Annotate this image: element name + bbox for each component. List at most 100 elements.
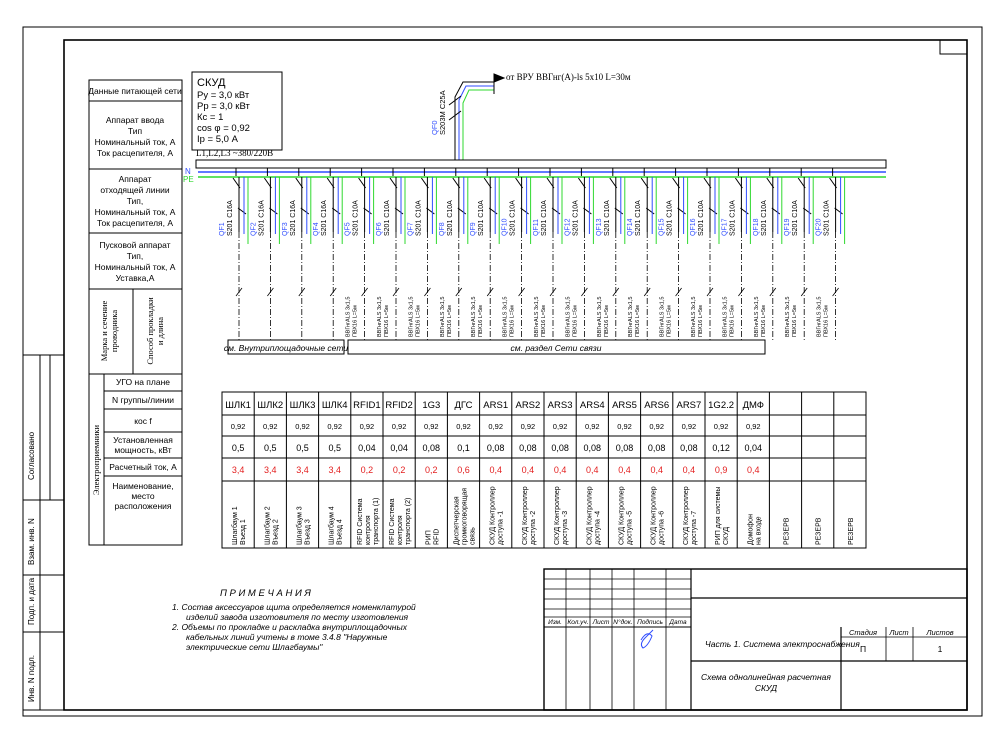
stamp-col-koluch: Кол.уч. (567, 619, 588, 626)
table-cell-power: 0,5 (328, 443, 341, 453)
table-cell-name: Въезд 3 (305, 519, 312, 545)
table-cell-name: доступа -7 (691, 511, 698, 545)
feeder-cable-mark: ВВГнгАLS 3х1,5 (722, 297, 728, 337)
feeder-breaker-name: QF14 (627, 218, 634, 236)
table-cell-cos: 0,92 (682, 422, 697, 431)
table-cell-cos: 0,92 (746, 422, 761, 431)
label-starter-2: Тип, (127, 251, 144, 261)
feeder-breaker-type: S201 C10A (572, 200, 579, 236)
feeder-switch-contact (609, 177, 618, 189)
table-cell-name: Домофон (747, 514, 754, 545)
table-cell-name: Диспетчерская (454, 496, 461, 545)
feeder-cable-mark: ВВГнгАLS 3х1,5 (471, 297, 477, 337)
ref-comm-box (347, 339, 766, 355)
feeder-cable-mark: ВВГнгАLS 3х1,5 (408, 297, 414, 337)
feeder-cable-laying: ПВХ16 L=5м (761, 305, 767, 337)
table-cell-name: Въезд 2 (272, 519, 279, 545)
table-cell-name: доступа -5 (627, 511, 634, 545)
table-cell-power: 0,08 (616, 443, 634, 453)
label-wire-mark-1: Марка и сечение (99, 301, 109, 362)
table-cell-name: СКУД Контроллер (490, 486, 497, 545)
label-starter-4: Уставка,А (116, 273, 155, 283)
table-cell-power: 0,5 (264, 443, 277, 453)
table-cell-name: RFID Система (357, 498, 364, 545)
feed-breaker-name: QF0 (430, 120, 439, 135)
label-power-1: Установленная (113, 435, 173, 445)
feeder-switch-contact (577, 177, 586, 189)
side-label-signature: Подп. и дата (27, 577, 36, 625)
feeder-breaker-contact (237, 207, 247, 215)
feeder-breaker-contact (300, 207, 310, 215)
skud-info-box (191, 71, 283, 151)
table-cell-name: РИП (425, 530, 432, 545)
feeder-switch-contact (734, 177, 743, 189)
table-cell-power: 0,04 (745, 443, 763, 453)
feeder-cable-tick (706, 287, 714, 297)
feeder-breaker-contact (394, 207, 404, 215)
label-input-2: Тип (128, 126, 143, 136)
feeder-cable-mark: ВВГнгАLS 3х1,5 (691, 297, 697, 337)
table-cell-current: 0,2 (425, 465, 438, 475)
feeder-cable-tick (549, 287, 557, 297)
table-cell-power: 0,08 (487, 443, 505, 453)
table-cell-id: RFID2 (385, 400, 412, 411)
table-cell-power: 0,08 (584, 443, 602, 453)
table-cell-name: СКУД Контроллер (554, 486, 561, 545)
table-cell-cos: 0,92 (392, 422, 407, 431)
table-cell-power: 0,08 (423, 443, 441, 453)
feeder-breaker-name: QF15 (659, 218, 666, 236)
feeder-breaker-type: S201 C10A (698, 200, 705, 236)
stamp-col-ndoc: N°док. (613, 618, 633, 626)
table-cell-cos: 0,92 (327, 422, 342, 431)
table-cell-name: Въезд 1 (240, 519, 247, 545)
table-cell-current: 0,9 (715, 465, 728, 475)
table-cell-name: Шлагбаум 3 (296, 506, 304, 545)
feed-line (448, 73, 506, 160)
table-cell-name: доступа -4 (594, 511, 601, 545)
feeder-breaker-contact (708, 207, 718, 215)
table-cell-id: ARS2 (515, 400, 540, 411)
stamp-col-sign: Подпись (637, 618, 663, 626)
table-cell-current: 3,4 (296, 465, 309, 475)
stamp-part: Часть 1. Система электроснабжения (705, 639, 860, 649)
feeder-cable-laying: ПВХ16 L=5м (635, 305, 641, 337)
feeder-switch-contact (483, 177, 492, 189)
feeder-breaker-type: S201 C10A (353, 200, 360, 236)
feeder-cable-mark: ВВГнгАLS 3х1,5 (534, 297, 540, 337)
table-cell-current: 0,4 (683, 465, 696, 475)
feeder-breaker-contact (520, 207, 529, 215)
feeder-cable-laying: ПВХ16 L=5м (792, 305, 798, 337)
feeder-cable-tick (298, 287, 306, 297)
feeder-cable-laying: ПВХ16 L=5м (604, 305, 610, 337)
table-cell-name: связь (470, 527, 477, 545)
table-cell-name: СКУД (723, 527, 730, 545)
table-cell-name: РЕЗЕРВ (816, 517, 823, 545)
feeder-breaker-name: QF8 (439, 222, 446, 236)
label-name-3: расположения (115, 501, 172, 511)
notes-title: П Р И М Е Ч А Н И Я (220, 588, 311, 599)
stamp-title-1: Схема однолинейная расчетная (701, 672, 831, 682)
table-cell-id: ШЛК4 (322, 400, 348, 411)
feeder-breaker-type: S201 C16A (258, 200, 265, 236)
table-cell-name: РИП для системы (715, 487, 722, 545)
ref-inner-box (227, 339, 345, 355)
table-cell-power: 0,5 (232, 443, 245, 453)
label-input-4: Ток расцепителя, А (97, 148, 173, 158)
feeder-breaker-name: QF9 (470, 222, 477, 236)
notes-line-4: кабельных линий учтены в томе 3.4.8 "Нар… (186, 632, 388, 642)
feeder-switch-contact (640, 177, 649, 189)
main-busbar (195, 159, 887, 169)
table-cell-name: на входе (755, 516, 762, 545)
